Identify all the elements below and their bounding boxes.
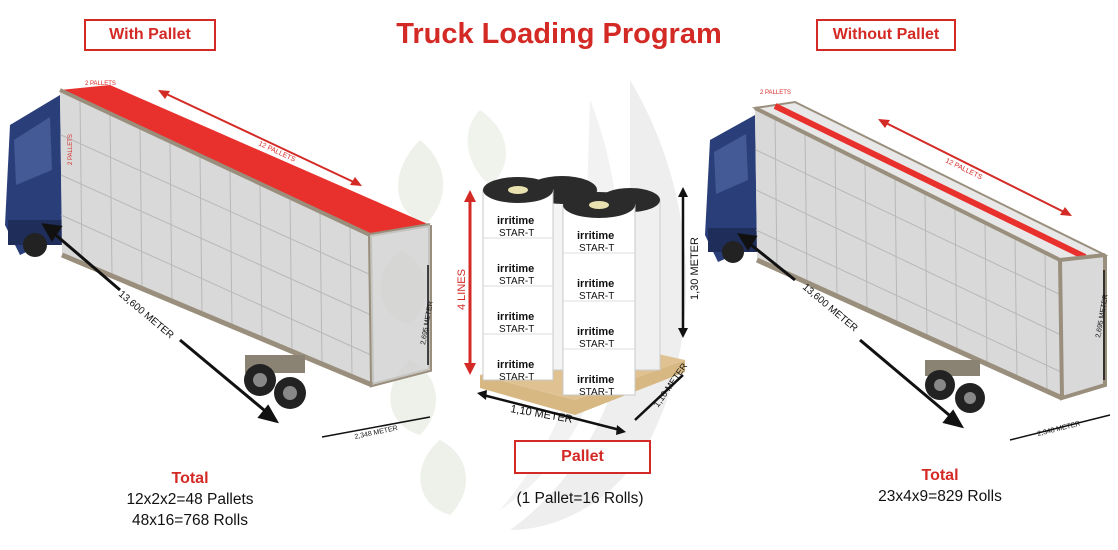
left-total-label: Total bbox=[171, 470, 209, 487]
right-truck-illustration: 13,600 METER 12 PALLETS 2 PALLETS 2,695 … bbox=[705, 90, 1111, 441]
roll-model-label: STAR-T bbox=[579, 243, 614, 254]
pallet-label: Pallet bbox=[514, 440, 651, 474]
trailer-side-load bbox=[60, 90, 372, 385]
roll-model-label: STAR-T bbox=[499, 228, 534, 239]
with-pallet-label-text: With Pallet bbox=[109, 26, 191, 43]
roll-model-label: STAR-T bbox=[579, 291, 614, 302]
right-top-width-label: 2 PALLETS bbox=[760, 90, 791, 96]
left-side-height-label: 2 PALLETS bbox=[68, 134, 74, 165]
pallet-illustration: irritime STAR-T irritime STAR-T irritime… bbox=[456, 176, 701, 435]
left-truck-illustration: 13,600 METER 12 PALLETS 2 PALLETS 2 PALL… bbox=[5, 81, 435, 441]
right-summary: Total 23x4x9=829 Rolls bbox=[830, 465, 1050, 507]
page-title: Truck Loading Program bbox=[396, 18, 722, 50]
left-summary: Total 12x2x2=48 Pallets 48x16=768 Rolls bbox=[80, 468, 300, 531]
roll-brand-label: irritime bbox=[497, 263, 534, 275]
roll-model-label: STAR-T bbox=[579, 339, 614, 350]
left-rolls-calc: 48x16=768 Rolls bbox=[132, 512, 248, 529]
right-total-label: Total bbox=[921, 467, 959, 484]
with-pallet-label: With Pallet bbox=[84, 19, 216, 51]
trailer-top-load bbox=[60, 85, 430, 235]
pallet-label-text: Pallet bbox=[561, 448, 604, 465]
trailer-side-load bbox=[755, 108, 1062, 398]
pallet-lines-label: 4 LINES bbox=[456, 269, 468, 310]
pallet-base bbox=[480, 360, 685, 415]
pallet-height-label: 1,30 METER bbox=[689, 237, 701, 300]
roll-model-label: STAR-T bbox=[579, 387, 614, 398]
roll-brand-label: irritime bbox=[577, 230, 614, 242]
center-summary: (1 Pallet=16 Rolls) bbox=[480, 488, 680, 509]
roll-brand-label: irritime bbox=[577, 326, 614, 338]
right-rolls-calc: 23x4x9=829 Rolls bbox=[878, 488, 1002, 505]
pallet-caption: (1 Pallet=16 Rolls) bbox=[516, 490, 644, 507]
roll-model-label: STAR-T bbox=[499, 372, 534, 383]
right-width-dimension: 2,348 METER bbox=[1037, 421, 1081, 438]
roll-brand-label: irritime bbox=[497, 311, 534, 323]
roll-brand-label: irritime bbox=[577, 278, 614, 290]
roll-stack-front-left bbox=[482, 177, 554, 381]
left-pallets-calc: 12x2x2=48 Pallets bbox=[126, 491, 254, 508]
left-top-width-label: 2 PALLETS bbox=[85, 81, 116, 87]
without-pallet-label-text: Without Pallet bbox=[832, 26, 940, 43]
without-pallet-label: Without Pallet bbox=[816, 19, 956, 51]
roll-brand-label: irritime bbox=[497, 359, 534, 371]
roll-model-label: STAR-T bbox=[499, 324, 534, 335]
roll-stack-front-right bbox=[562, 192, 636, 396]
roll-model-label: STAR-T bbox=[499, 276, 534, 287]
roll-brand-label: irritime bbox=[577, 374, 614, 386]
roll-brand-label: irritime bbox=[497, 215, 534, 227]
